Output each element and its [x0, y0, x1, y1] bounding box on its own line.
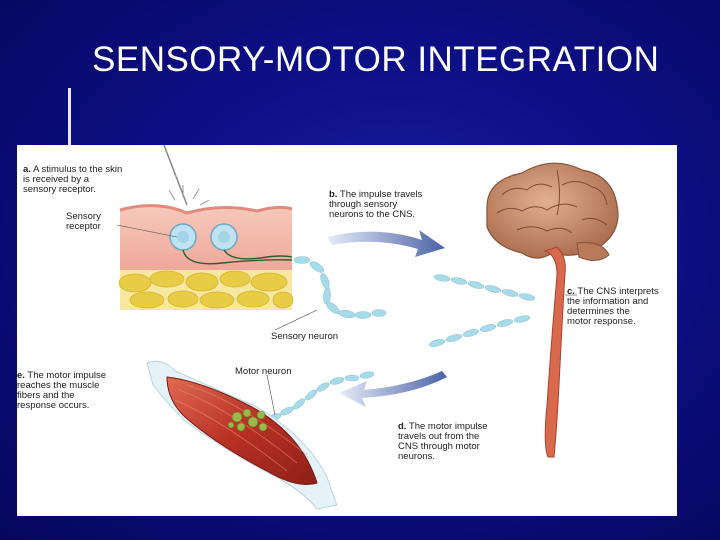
- step-a-letter: a.: [23, 164, 31, 175]
- spinal-cord-icon: [543, 246, 566, 458]
- step-b-letter: b.: [329, 189, 338, 200]
- diagram-panel: a. A stimulus to the skin is received by…: [17, 145, 677, 516]
- motor-neuron-label: Motor neuron: [235, 366, 292, 377]
- arrow-sensory-to-cns-icon: [327, 230, 445, 257]
- step-a-label: a. A stimulus to the skin is received by…: [23, 165, 122, 195]
- step-b-text: The impulse travels through sensory neur…: [329, 189, 423, 220]
- step-a-text: A stimulus to the skin is received by a …: [23, 164, 123, 195]
- step-b-label: b. The impulse travels through sensory n…: [329, 190, 422, 220]
- skin-section: [118, 204, 294, 310]
- arrow-cns-to-muscle-icon: [339, 371, 447, 407]
- step-c-text: The CNS interprets the information and d…: [567, 286, 659, 327]
- brain-icon: [486, 162, 619, 261]
- sensory-neuron-label: Sensory neuron: [271, 331, 339, 342]
- sensory-receptors-icon: [169, 223, 293, 265]
- muscle-icon: [146, 360, 338, 510]
- step-c-label: c. The CNS interprets the information an…: [567, 287, 659, 327]
- sensory-neuron-icon: [293, 256, 387, 319]
- label-pointers: [116, 224, 577, 416]
- step-e-text: The motor impulse reaches the muscle fib…: [17, 370, 107, 411]
- step-d-letter: d.: [398, 421, 407, 432]
- sensory-neuron-upper-icon: [433, 274, 536, 301]
- step-c-letter: c.: [567, 286, 575, 297]
- step-d-label: d. The motor impulse travels out from th…: [398, 422, 488, 462]
- neuromuscular-junction-icon: [227, 408, 268, 432]
- slide-title: SENSORY-MOTOR INTEGRATION: [92, 40, 660, 79]
- step-d-text: The motor impulse travels out from the C…: [398, 421, 488, 462]
- needle-icon: [163, 145, 188, 206]
- sensory-motor-diagram: [116, 145, 619, 510]
- step-e-label: e. The motor impulse reaches the muscle …: [17, 371, 106, 411]
- stimulus-lines-icon: [168, 185, 210, 206]
- step-e-letter: e.: [17, 370, 25, 381]
- title-accent-line: [68, 88, 71, 146]
- sensory-receptor-label: Sensory receptor: [66, 211, 101, 232]
